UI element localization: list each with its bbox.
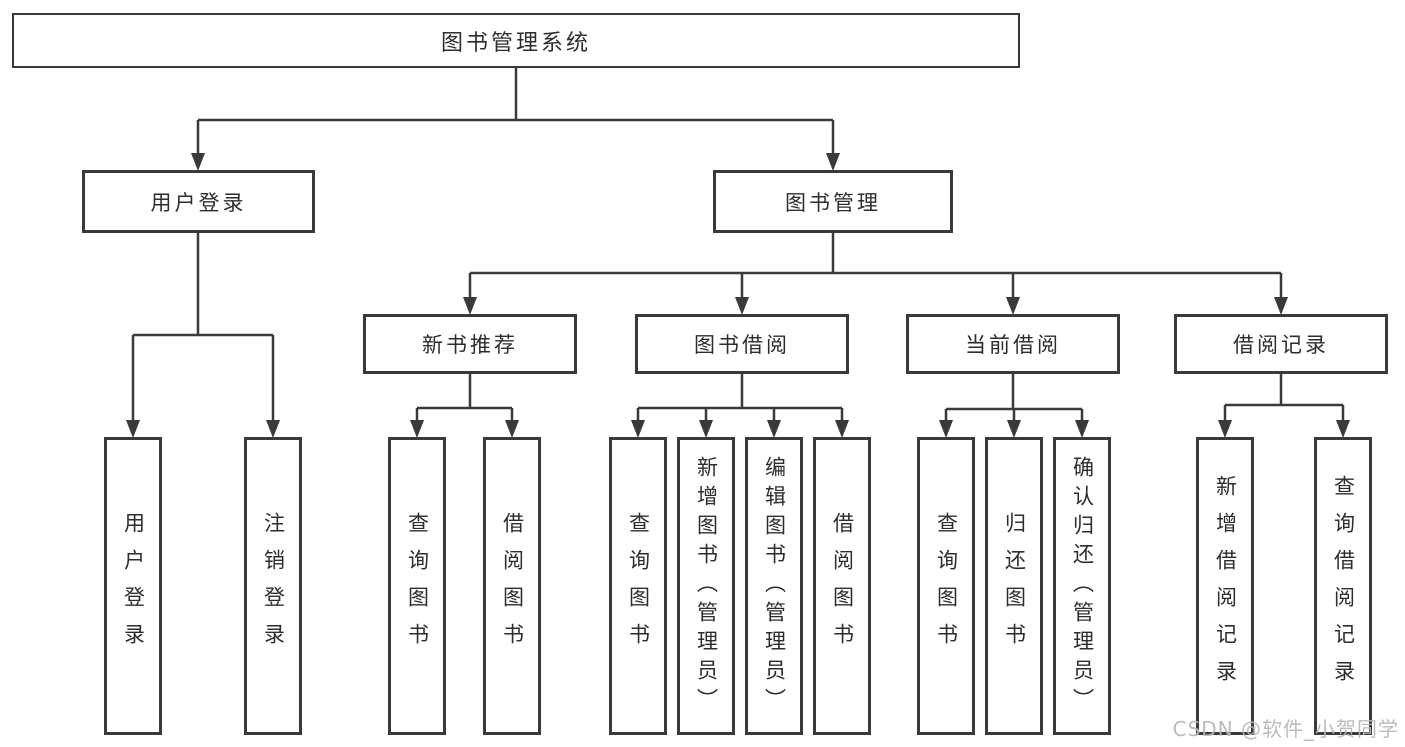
leaf-user-login: 用户登录 bbox=[104, 437, 162, 735]
leaf-query-books-recommend: 查询图书 bbox=[388, 437, 446, 735]
node-book-management: 图书管理 bbox=[713, 170, 953, 233]
node-current-borrow: 当前借阅 bbox=[906, 314, 1120, 374]
node-borrow-records: 借阅记录 bbox=[1174, 314, 1388, 374]
leaf-return-books: 归还图书 bbox=[985, 437, 1043, 735]
leaf-query-books-borrow: 查询图书 bbox=[609, 437, 667, 735]
node-library-management-system: 图书管理系统 bbox=[12, 13, 1020, 68]
leaf-edit-books-admin: 编辑图书（管理员） bbox=[745, 437, 803, 735]
node-new-book-recommend: 新书推荐 bbox=[363, 314, 577, 374]
leaf-query-books-current: 查询图书 bbox=[917, 437, 975, 735]
csdn-watermark: CSDN @软件_小贺同学 bbox=[1172, 717, 1399, 741]
leaf-add-borrow-record: 新增借阅记录 bbox=[1196, 437, 1254, 735]
leaf-add-books-admin: 新增图书（管理员） bbox=[677, 437, 735, 735]
leaf-borrow-books-recommend: 借阅图书 bbox=[483, 437, 541, 735]
leaf-logout: 注销登录 bbox=[244, 437, 302, 735]
leaf-confirm-return-admin: 确认归还（管理员） bbox=[1053, 437, 1111, 735]
node-user-login: 用户登录 bbox=[82, 170, 315, 233]
node-book-borrow: 图书借阅 bbox=[635, 314, 849, 374]
leaf-query-borrow-record: 查询借阅记录 bbox=[1314, 437, 1372, 735]
leaf-borrow-books: 借阅图书 bbox=[813, 437, 871, 735]
